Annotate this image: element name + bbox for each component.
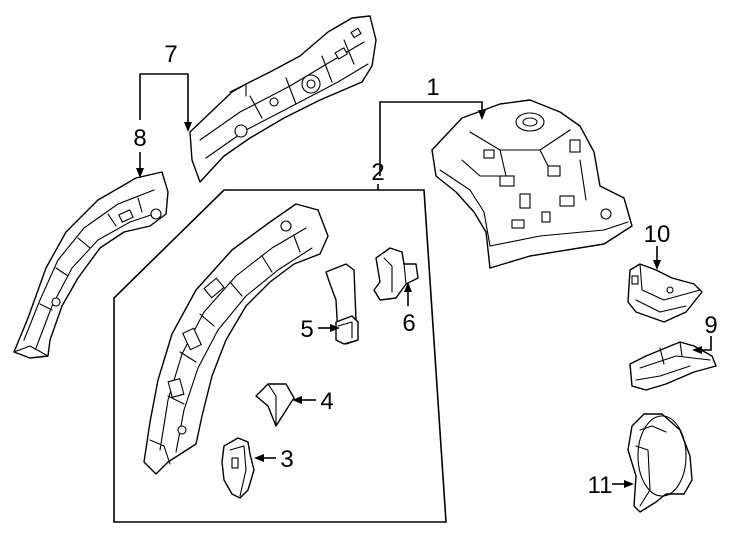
callout-5: 5	[300, 316, 313, 343]
part-7-upper-rail	[189, 15, 377, 183]
part-9-bracket	[629, 341, 717, 391]
part-4-wedge	[255, 383, 295, 427]
callout-1: 1	[426, 74, 439, 101]
part-8-wheelhouse-outer	[13, 171, 169, 359]
part-2-group-box	[113, 189, 447, 523]
part-5-bracket	[325, 263, 359, 345]
part-2-wheelhouse-inner	[143, 203, 329, 475]
callout-6: 6	[402, 310, 415, 337]
callout-11: 11	[588, 472, 613, 499]
part-11-cap	[627, 413, 693, 513]
callout-9: 9	[704, 312, 717, 339]
part-1-floor-panel	[431, 99, 633, 269]
part-6-clip	[373, 247, 419, 301]
callout-7: 7	[164, 41, 177, 68]
callout-8: 8	[133, 125, 146, 152]
callout-10: 10	[644, 221, 671, 248]
callout-2: 2	[371, 159, 384, 186]
part-10-bracket	[627, 263, 703, 323]
part-3-bracket	[221, 437, 255, 499]
callout-4: 4	[320, 388, 333, 415]
callout-3: 3	[280, 446, 293, 473]
